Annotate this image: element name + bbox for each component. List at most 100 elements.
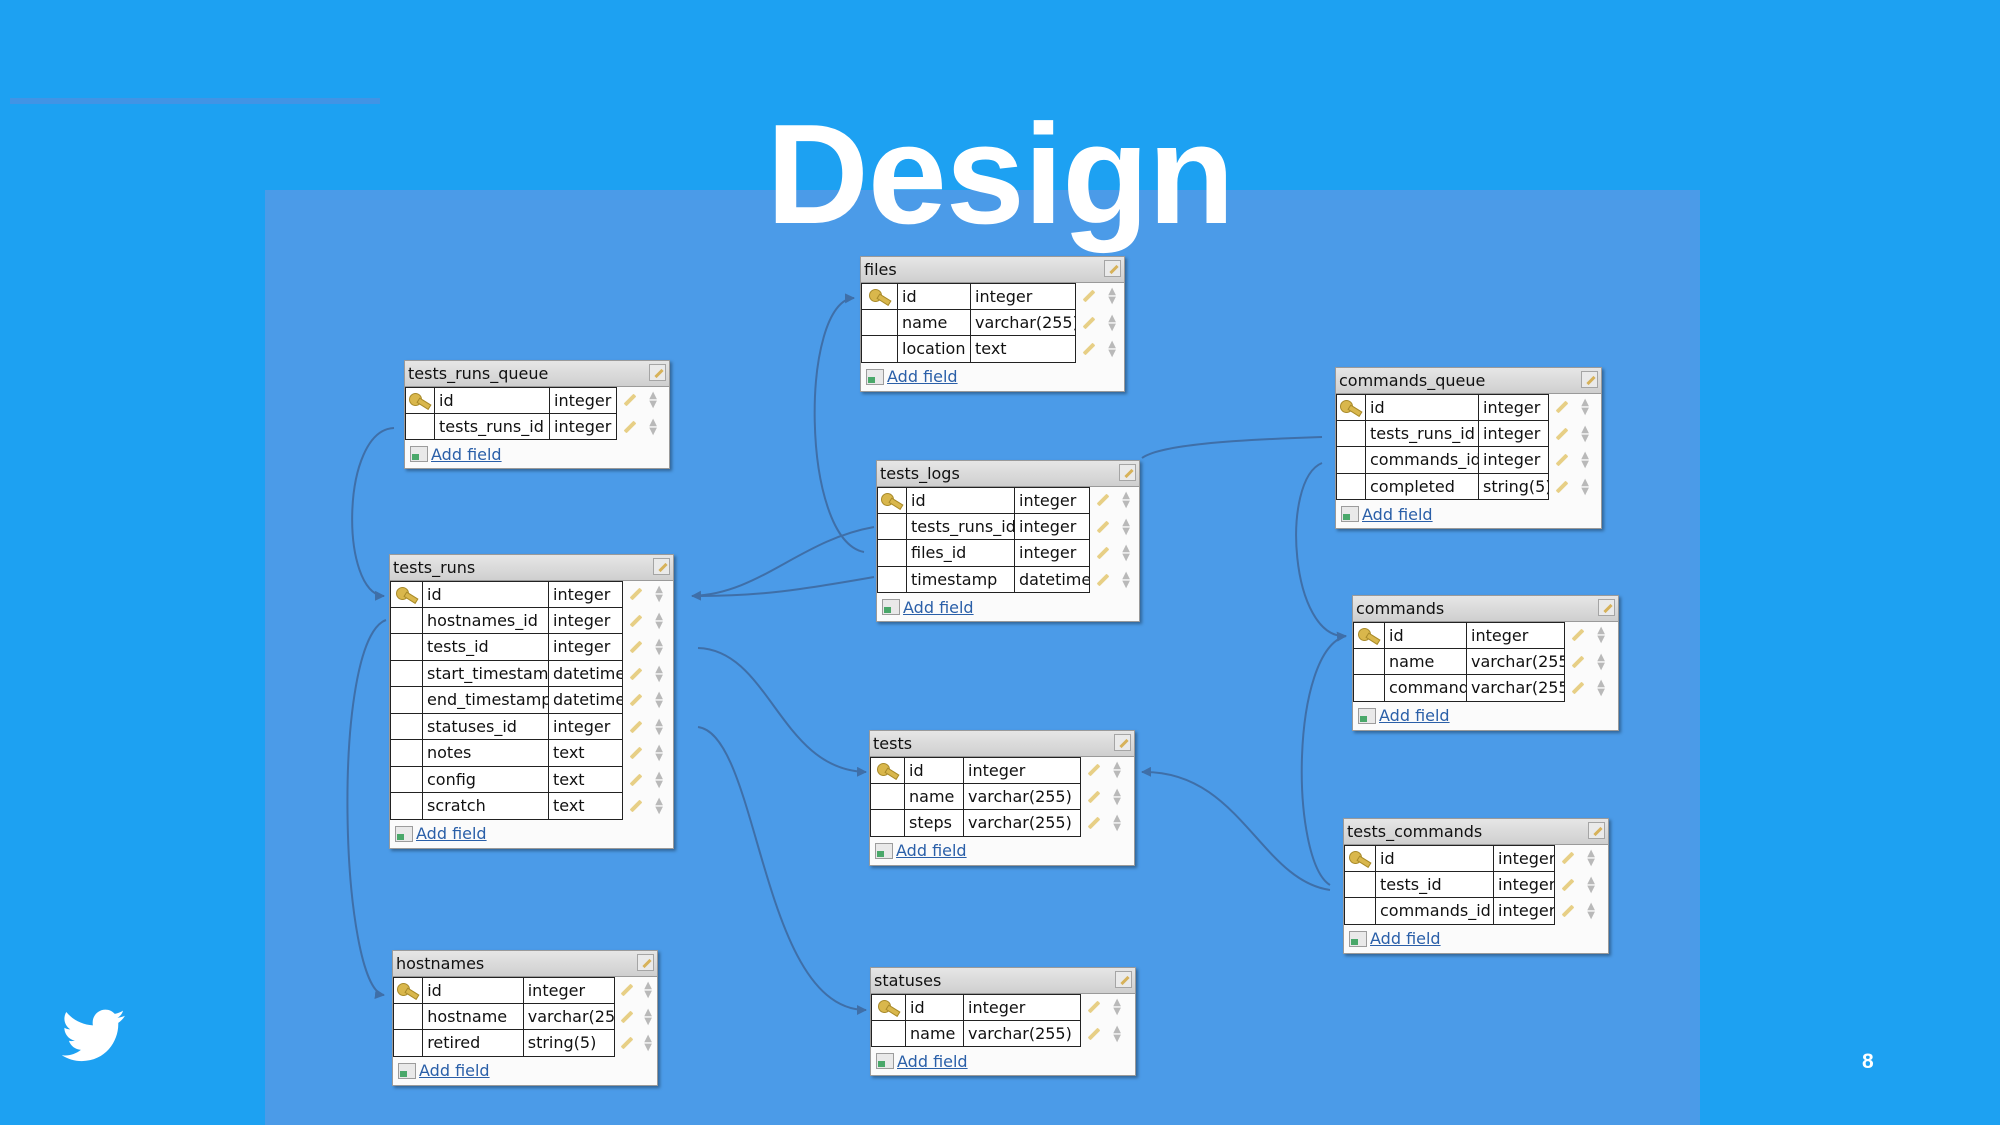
field-name[interactable]: hostnames_id bbox=[423, 607, 549, 634]
field-name[interactable]: name bbox=[906, 1020, 964, 1047]
edit-field-icon[interactable] bbox=[1096, 546, 1110, 560]
reorder-icon[interactable]: ▲▼ bbox=[1122, 543, 1130, 564]
field-name[interactable]: config bbox=[423, 766, 549, 793]
field-name[interactable]: id bbox=[1385, 622, 1467, 649]
edit-field-icon[interactable] bbox=[1561, 851, 1575, 865]
field-name[interactable]: notes bbox=[423, 740, 549, 767]
field-type[interactable]: integer bbox=[1467, 622, 1565, 649]
reorder-icon[interactable]: ▲▼ bbox=[1597, 678, 1605, 699]
edit-field-icon[interactable] bbox=[629, 799, 643, 813]
edit-field-icon[interactable] bbox=[1571, 628, 1585, 642]
field-name[interactable]: tests_runs_id bbox=[907, 513, 1015, 540]
table-header[interactable]: tests bbox=[870, 731, 1134, 757]
field-type[interactable]: integer bbox=[1479, 447, 1549, 474]
reorder-icon[interactable]: ▲▼ bbox=[649, 390, 657, 411]
field-type[interactable]: varchar(255) bbox=[964, 810, 1081, 837]
field-type[interactable]: integer bbox=[523, 977, 616, 1004]
reorder-icon[interactable]: ▲▼ bbox=[1587, 874, 1595, 895]
edit-field-icon[interactable] bbox=[1082, 342, 1096, 356]
field-name[interactable]: id bbox=[1366, 394, 1479, 421]
table-header[interactable]: commands bbox=[1353, 596, 1618, 622]
table-header[interactable]: tests_runs_queue bbox=[405, 361, 669, 387]
reorder-icon[interactable]: ▲▼ bbox=[1581, 476, 1589, 497]
field-type[interactable]: integer bbox=[1494, 898, 1555, 925]
field-name[interactable]: id bbox=[905, 757, 964, 784]
edit-field-icon[interactable] bbox=[629, 720, 643, 734]
field-name[interactable]: command bbox=[1385, 675, 1467, 702]
edit-field-icon[interactable] bbox=[1561, 904, 1575, 918]
field-name[interactable]: tests_runs_id bbox=[1366, 420, 1479, 447]
reorder-icon[interactable]: ▲▼ bbox=[1113, 1023, 1121, 1044]
edit-field-icon[interactable] bbox=[620, 983, 634, 997]
field-name[interactable]: end_timestamp bbox=[423, 687, 549, 714]
field-type[interactable]: text bbox=[971, 336, 1076, 363]
field-type[interactable]: text bbox=[549, 740, 623, 767]
field-name[interactable]: statuses_id bbox=[423, 713, 549, 740]
edit-field-icon[interactable] bbox=[629, 640, 643, 654]
reorder-icon[interactable]: ▲▼ bbox=[1122, 490, 1130, 511]
table-header[interactable]: hostnames bbox=[393, 951, 657, 977]
add-field-link[interactable]: Add field bbox=[871, 1047, 1135, 1075]
add-field-link[interactable]: Add field bbox=[1344, 925, 1608, 953]
add-field-link[interactable]: Add field bbox=[390, 820, 673, 848]
field-name[interactable]: name bbox=[1385, 648, 1467, 675]
reorder-icon[interactable]: ▲▼ bbox=[655, 663, 663, 684]
edit-table-icon[interactable] bbox=[1114, 734, 1131, 751]
table-header[interactable]: tests_commands bbox=[1344, 819, 1608, 845]
field-type[interactable]: integer bbox=[549, 713, 623, 740]
edit-field-icon[interactable] bbox=[1571, 655, 1585, 669]
field-type[interactable]: integer bbox=[1494, 871, 1555, 898]
edit-field-icon[interactable] bbox=[623, 393, 637, 407]
field-name[interactable]: id bbox=[423, 977, 524, 1004]
field-type[interactable]: integer bbox=[971, 283, 1076, 310]
reorder-icon[interactable]: ▲▼ bbox=[644, 1006, 652, 1027]
field-name[interactable]: commands_id bbox=[1366, 447, 1479, 474]
field-name[interactable]: id bbox=[423, 581, 549, 608]
field-name[interactable]: retired bbox=[423, 1030, 524, 1057]
reorder-icon[interactable]: ▲▼ bbox=[655, 610, 663, 631]
edit-field-icon[interactable] bbox=[1555, 480, 1569, 494]
field-type[interactable]: varchar(255) bbox=[964, 783, 1081, 810]
field-type[interactable]: varchar(255) bbox=[523, 1003, 616, 1030]
field-type[interactable]: varchar(255) bbox=[971, 309, 1076, 336]
field-type[interactable]: integer bbox=[964, 994, 1081, 1021]
edit-field-icon[interactable] bbox=[620, 1036, 634, 1050]
edit-field-icon[interactable] bbox=[1087, 1000, 1101, 1014]
field-type[interactable]: string(5) bbox=[523, 1030, 616, 1057]
reorder-icon[interactable]: ▲▼ bbox=[655, 690, 663, 711]
add-field-link[interactable]: Add field bbox=[393, 1057, 657, 1085]
field-name[interactable]: completed bbox=[1366, 473, 1479, 500]
field-type[interactable]: integer bbox=[1015, 513, 1090, 540]
reorder-icon[interactable]: ▲▼ bbox=[1108, 339, 1116, 360]
table-header[interactable]: tests_runs bbox=[390, 555, 673, 581]
field-name[interactable]: scratch bbox=[423, 793, 549, 820]
add-field-link[interactable]: Add field bbox=[1353, 702, 1618, 730]
edit-field-icon[interactable] bbox=[1087, 763, 1101, 777]
edit-field-icon[interactable] bbox=[1087, 790, 1101, 804]
field-type[interactable]: text bbox=[549, 793, 623, 820]
edit-field-icon[interactable] bbox=[623, 420, 637, 434]
field-type[interactable]: datetime bbox=[549, 687, 623, 714]
reorder-icon[interactable]: ▲▼ bbox=[655, 743, 663, 764]
field-type[interactable]: integer bbox=[1494, 845, 1555, 872]
field-type[interactable]: integer bbox=[550, 387, 617, 414]
edit-field-icon[interactable] bbox=[620, 1010, 634, 1024]
edit-field-icon[interactable] bbox=[1561, 878, 1575, 892]
reorder-icon[interactable]: ▲▼ bbox=[1597, 625, 1605, 646]
edit-field-icon[interactable] bbox=[629, 587, 643, 601]
field-name[interactable]: name bbox=[905, 783, 964, 810]
field-name[interactable]: tests_runs_id bbox=[435, 413, 550, 440]
reorder-icon[interactable]: ▲▼ bbox=[644, 980, 652, 1001]
edit-field-icon[interactable] bbox=[629, 693, 643, 707]
reorder-icon[interactable]: ▲▼ bbox=[1113, 760, 1121, 781]
edit-field-icon[interactable] bbox=[1571, 681, 1585, 695]
edit-field-icon[interactable] bbox=[1096, 520, 1110, 534]
add-field-link[interactable]: Add field bbox=[1336, 500, 1601, 528]
edit-field-icon[interactable] bbox=[629, 773, 643, 787]
table-header[interactable]: files bbox=[861, 257, 1124, 283]
field-type[interactable]: integer bbox=[1015, 487, 1090, 514]
field-name[interactable]: name bbox=[898, 309, 971, 336]
reorder-icon[interactable]: ▲▼ bbox=[1113, 997, 1121, 1018]
field-name[interactable]: start_timestamp bbox=[423, 660, 549, 687]
edit-table-icon[interactable] bbox=[653, 558, 670, 575]
